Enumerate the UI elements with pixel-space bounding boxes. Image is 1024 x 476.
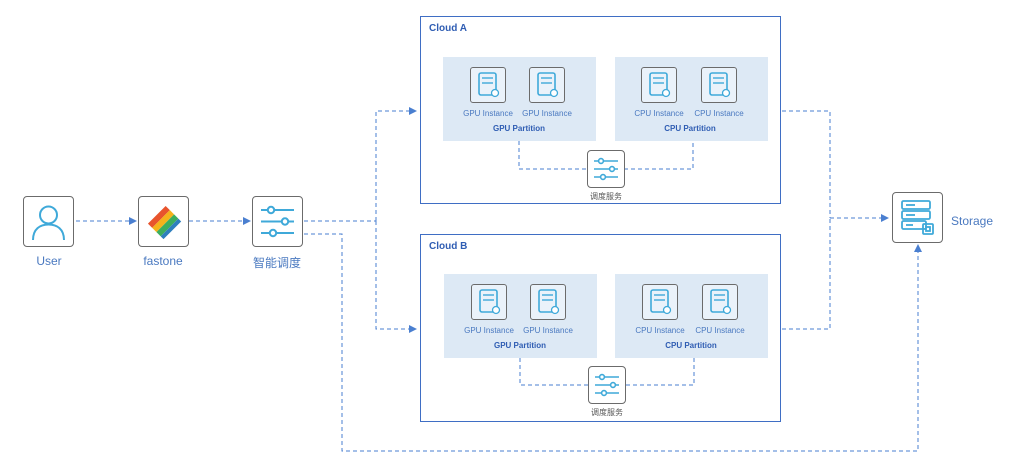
gpu-partition-title: GPU Partition [493,341,547,350]
cloud-b-scheduler-node[interactable] [588,366,626,404]
user-label: User [36,254,62,268]
gpu-instance-icon [537,72,559,98]
cpu-instance-label: CPU Instance [694,109,744,118]
gpu-instance-node[interactable] [530,284,566,320]
cpu-instance-icon [649,72,671,98]
sliders-icon [595,373,619,397]
cloud-a-title: Cloud A [429,23,467,34]
gpu-instance-node[interactable] [470,67,506,103]
cloud-a-cpu-partition: CPU Instance CPU Instance CPU Partition [615,57,768,141]
storage-node[interactable] [892,192,943,243]
cloud-a-gpu-partition: GPU Instance GPU Instance GPU Partition [443,57,596,141]
storage-label: Storage [951,214,994,228]
cloud-b-gpu-partition: GPU Instance GPU Instance GPU Partition [444,274,597,358]
gpu-instance-label: GPU Instance [464,326,514,335]
cpu-partition-title: CPU Partition [665,341,717,350]
cpu-instance-icon [709,72,731,98]
cpu-instance-node[interactable] [641,67,677,103]
gpu-instance-label: GPU Instance [463,109,513,118]
user-node[interactable] [23,196,74,247]
gpu-instance-icon [478,72,500,98]
cpu-instance-node[interactable] [702,284,738,320]
fastone-node[interactable] [138,196,189,247]
user-icon [32,205,65,241]
cloud-b-scheduler-label: 调度服务 [591,408,623,417]
gpu-instance-icon [538,289,560,315]
scheduler-to-storage-arrow [304,233,922,452]
sliders-icon [594,157,618,181]
cpu-instance-node[interactable] [701,67,737,103]
gpu-instance-icon [479,289,501,315]
cpu-instance-label: CPU Instance [634,109,684,118]
cloud-a-to-storage-line [768,110,831,218]
fastone-label: fastone [143,254,183,268]
storage-server-icon [901,200,934,235]
cloud-b-to-storage-line [768,218,831,330]
smart-scheduler-label: 智能调度 [252,256,302,270]
gpu-instance-label: GPU Instance [522,109,572,118]
fastone-logo-icon [147,205,182,240]
gpu-instance-node[interactable] [471,284,507,320]
gpu-instance-node[interactable] [529,67,565,103]
cpu-instance-label: CPU Instance [635,326,685,335]
scheduler-to-cloud-b-arrow [375,221,417,333]
smart-scheduler-node[interactable] [252,196,303,247]
gpu-instance-label: GPU Instance [523,326,573,335]
cloud-a-scheduler-label: 调度服务 [590,192,622,201]
sliders-icon [261,205,294,238]
cpu-instance-node[interactable] [642,284,678,320]
cloud-a-scheduler-node[interactable] [587,150,625,188]
cpu-instance-icon [710,289,732,315]
cloud-b-cpu-partition: CPU Instance CPU Instance CPU Partition [615,274,768,358]
cpu-instance-icon [650,289,672,315]
scheduler-to-cloud-a-arrow [375,107,417,221]
cpu-instance-label: CPU Instance [695,326,745,335]
cloud-b-title: Cloud B [429,241,468,252]
cpu-partition-title: CPU Partition [664,124,716,133]
gpu-partition-title: GPU Partition [492,124,546,133]
